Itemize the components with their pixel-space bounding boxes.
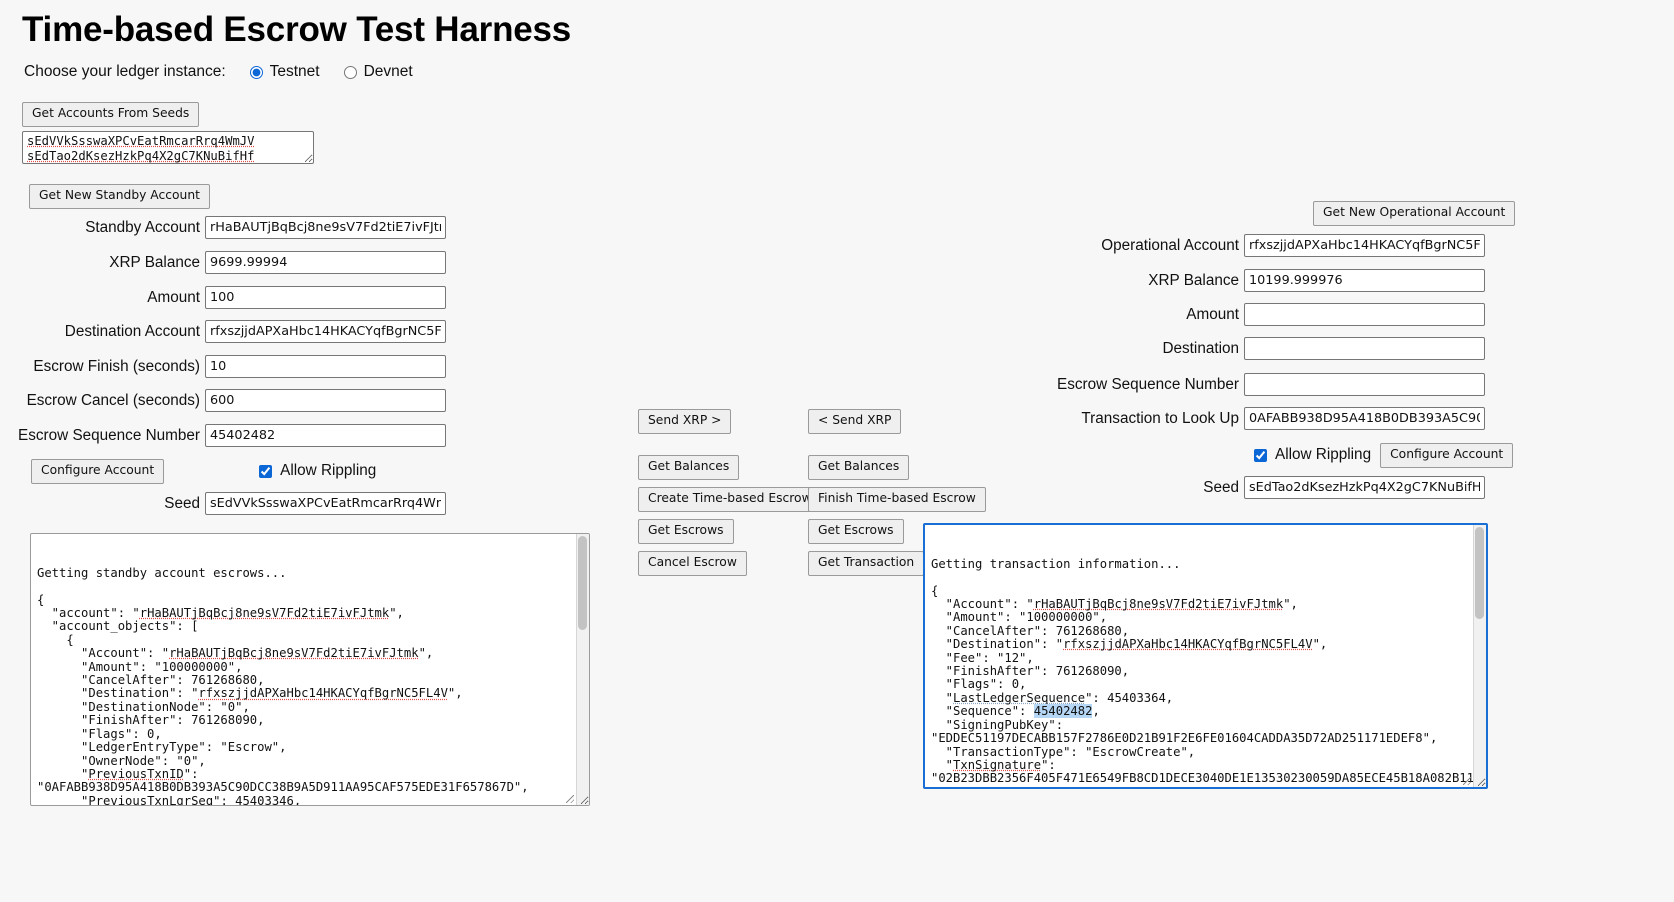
field-row-operational-account: Operational Account [1035, 234, 1485, 257]
input-standby-amount[interactable] [205, 286, 446, 309]
input-standby-escrow-sequence-number[interactable] [205, 424, 446, 447]
label-transaction-to-look-up: Transaction to Look Up [1081, 409, 1239, 427]
input-standby-xrp-balance[interactable] [205, 251, 446, 274]
field-row-operational-seed: Seed [1035, 476, 1485, 499]
field-row-escrow-cancel-seconds: Escrow Cancel (seconds) [0, 389, 449, 412]
field-row-operational-escrow-sequence-number: Escrow Sequence Number [1035, 373, 1485, 396]
get-new-standby-account-button[interactable]: Get New Standby Account [29, 184, 210, 209]
label-standby-xrp-balance: XRP Balance [109, 253, 200, 271]
input-operational-escrow-sequence-number[interactable] [1244, 373, 1485, 396]
seeds-textarea[interactable]: sEdVVkSsswaXPCvEatRmcarRrq4WmJV sEdTao2d… [22, 131, 314, 164]
field-row-standby-destination-account: Destination Account [0, 320, 449, 343]
radio-testnet-input[interactable] [249, 65, 263, 79]
label-standby-amount: Amount [147, 288, 200, 306]
input-operational-account[interactable] [1244, 234, 1485, 257]
standby-output-resize-grip[interactable] [564, 793, 576, 805]
transaction-output-textarea[interactable]: Getting transaction information... { "Ac… [923, 523, 1488, 789]
radio-devnet-label: Devnet [363, 63, 413, 80]
cancel-escrow-button[interactable]: Cancel Escrow [638, 551, 747, 576]
input-standby-account[interactable] [205, 216, 446, 239]
label-standby-destination-account: Destination Account [64, 322, 200, 340]
field-row-standby-escrow-sequence-number: Escrow Sequence Number [0, 424, 449, 447]
standby-output-body: { "account": "rHaBAUTjBqBcj8ne9sV7Fd2tiE… [37, 592, 529, 806]
get-new-operational-account-button[interactable]: Get New Operational Account [1313, 201, 1516, 226]
standby-output-textarea[interactable]: Getting standby account escrows... { "ac… [30, 533, 590, 806]
operational-configure-row: Allow Rippling Configure Account [1254, 443, 1514, 468]
transaction-output-header: Getting transaction information... [931, 556, 1181, 571]
operational-allow-rippling-checkbox[interactable]: Allow Rippling [1254, 446, 1371, 464]
label-operational-escrow-sequence-number: Escrow Sequence Number [1057, 375, 1239, 393]
ledger-prompt-label: Choose your ledger instance: [24, 63, 226, 80]
get-accounts-from-seeds-button[interactable]: Get Accounts From Seeds [22, 102, 200, 127]
page-title: Time-based Escrow Test Harness [22, 10, 572, 49]
field-row-operational-destination: Destination [1035, 337, 1485, 360]
input-escrow-finish-seconds[interactable] [205, 355, 446, 378]
field-row-transaction-to-look-up: Transaction to Look Up [1035, 407, 1485, 430]
operational-get-balances-button[interactable]: Get Balances [808, 455, 910, 480]
standby-allow-rippling-label: Allow Rippling [280, 462, 377, 480]
field-row-operational-xrp-balance: XRP Balance [1035, 269, 1485, 292]
send-xrp-to-standby-button[interactable]: < Send XRP [808, 409, 902, 434]
input-standby-destination-account[interactable] [205, 320, 446, 343]
send-xrp-to-operational-button[interactable]: Send XRP > [638, 409, 732, 434]
standby-get-balances-button[interactable]: Get Balances [638, 455, 740, 480]
label-escrow-finish-seconds: Escrow Finish (seconds) [33, 357, 200, 375]
create-time-based-escrow-button[interactable]: Create Time-based Escrow [638, 487, 822, 512]
label-operational-account: Operational Account [1101, 236, 1239, 254]
label-standby-seed: Seed [164, 494, 200, 512]
radio-devnet[interactable]: Devnet [343, 63, 413, 81]
label-operational-xrp-balance: XRP Balance [1148, 271, 1239, 289]
standby-configure-account-button[interactable]: Configure Account [31, 459, 165, 484]
radio-testnet[interactable]: Testnet [249, 63, 320, 81]
standby-configure-row: Configure Account Allow Rippling [31, 459, 376, 484]
input-escrow-cancel-seconds[interactable] [205, 389, 446, 412]
label-escrow-cancel-seconds: Escrow Cancel (seconds) [26, 391, 200, 409]
input-operational-destination[interactable] [1244, 337, 1485, 360]
field-row-standby-seed: Seed [0, 492, 449, 515]
standby-output-header: Getting standby account escrows... [37, 565, 287, 580]
field-row-operational-amount: Amount [1035, 303, 1485, 326]
operational-get-escrows-button[interactable]: Get Escrows [808, 519, 904, 544]
input-operational-amount[interactable] [1244, 303, 1485, 326]
field-row-standby-account: Standby Account [0, 216, 449, 239]
transaction-output-resize-grip[interactable] [1461, 775, 1473, 787]
standby-allow-rippling-checkbox[interactable]: Allow Rippling [259, 462, 376, 480]
ledger-instance-chooser: Choose your ledger instance: Testnet Dev… [24, 63, 437, 81]
input-standby-seed[interactable] [205, 492, 446, 515]
label-standby-escrow-sequence-number: Escrow Sequence Number [18, 426, 200, 444]
operational-allow-rippling-label: Allow Rippling [1275, 446, 1372, 464]
transaction-output-body: { "Account": "rHaBAUTjBqBcj8ne9sV7Fd2tiE… [931, 583, 1488, 787]
field-row-escrow-finish-seconds: Escrow Finish (seconds) [0, 355, 449, 378]
label-operational-seed: Seed [1203, 478, 1239, 496]
input-transaction-to-look-up[interactable] [1244, 407, 1485, 430]
input-operational-xrp-balance[interactable] [1244, 269, 1485, 292]
label-operational-amount: Amount [1186, 305, 1239, 323]
label-operational-destination: Destination [1162, 339, 1239, 357]
label-standby-account: Standby Account [85, 218, 200, 236]
input-operational-seed[interactable] [1244, 476, 1485, 499]
radio-testnet-label: Testnet [269, 63, 320, 80]
field-row-standby-xrp-balance: XRP Balance [0, 251, 449, 274]
operational-configure-account-button[interactable]: Configure Account [1380, 443, 1514, 468]
transaction-output-scroll-thumb[interactable] [1475, 527, 1484, 619]
field-row-standby-amount: Amount [0, 286, 449, 309]
transaction-output-scrollbar[interactable] [1473, 525, 1486, 787]
standby-output-scroll-thumb[interactable] [578, 536, 587, 630]
radio-devnet-input[interactable] [343, 65, 357, 79]
finish-time-based-escrow-button[interactable]: Finish Time-based Escrow [808, 487, 986, 512]
standby-get-escrows-button[interactable]: Get Escrows [638, 519, 734, 544]
standby-output-scrollbar[interactable] [576, 534, 589, 805]
get-transaction-button[interactable]: Get Transaction [808, 551, 925, 576]
standby-allow-rippling-input[interactable] [259, 464, 273, 478]
operational-allow-rippling-input[interactable] [1254, 448, 1267, 462]
